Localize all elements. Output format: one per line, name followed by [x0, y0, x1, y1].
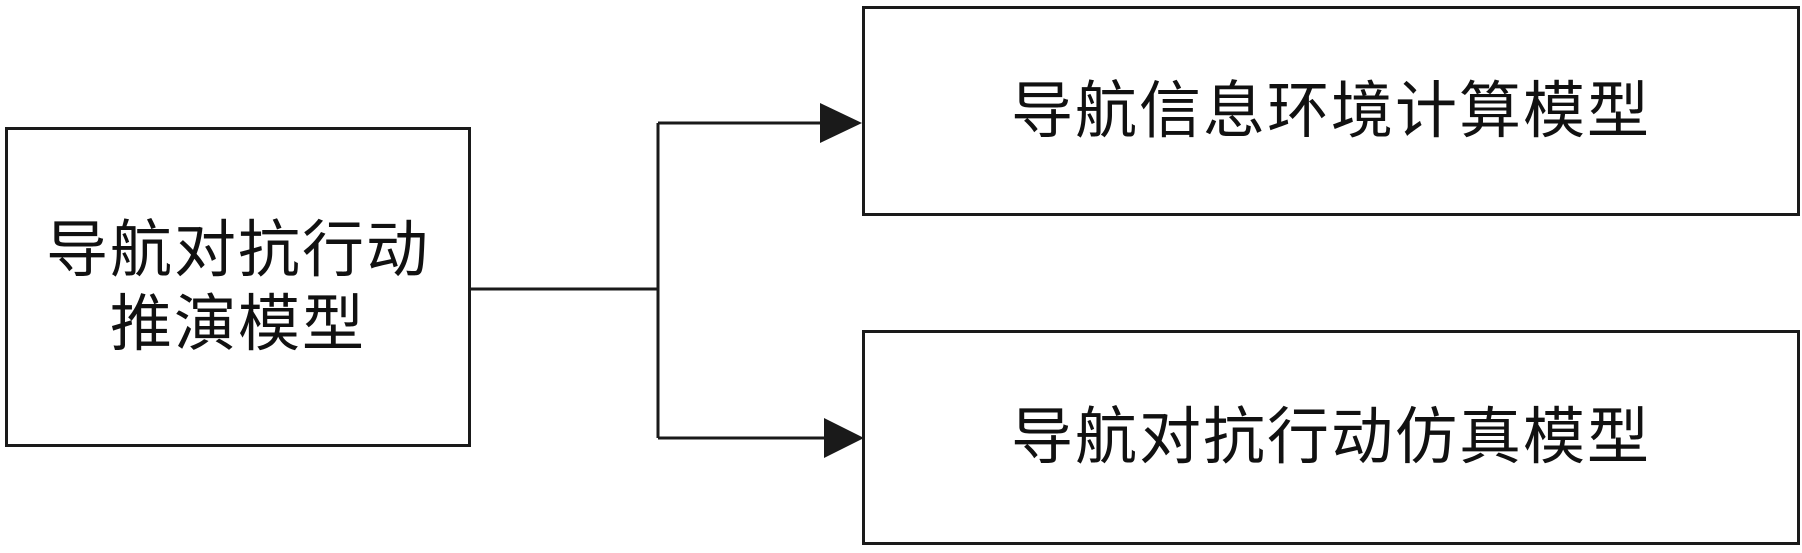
target-model-box-2: 导航对抗行动仿真模型	[862, 330, 1800, 545]
arrowhead-top	[820, 103, 862, 143]
target-model-label-1: 导航信息环境计算模型	[1010, 73, 1651, 147]
source-model-box: 导航对抗行动 推演模型	[5, 127, 471, 447]
target-model-box-1: 导航信息环境计算模型	[862, 6, 1800, 216]
arrowhead-bottom	[824, 418, 864, 458]
target-model-label-2: 导航对抗行动仿真模型	[1010, 400, 1651, 474]
source-model-label: 导航对抗行动 推演模型	[45, 212, 430, 360]
